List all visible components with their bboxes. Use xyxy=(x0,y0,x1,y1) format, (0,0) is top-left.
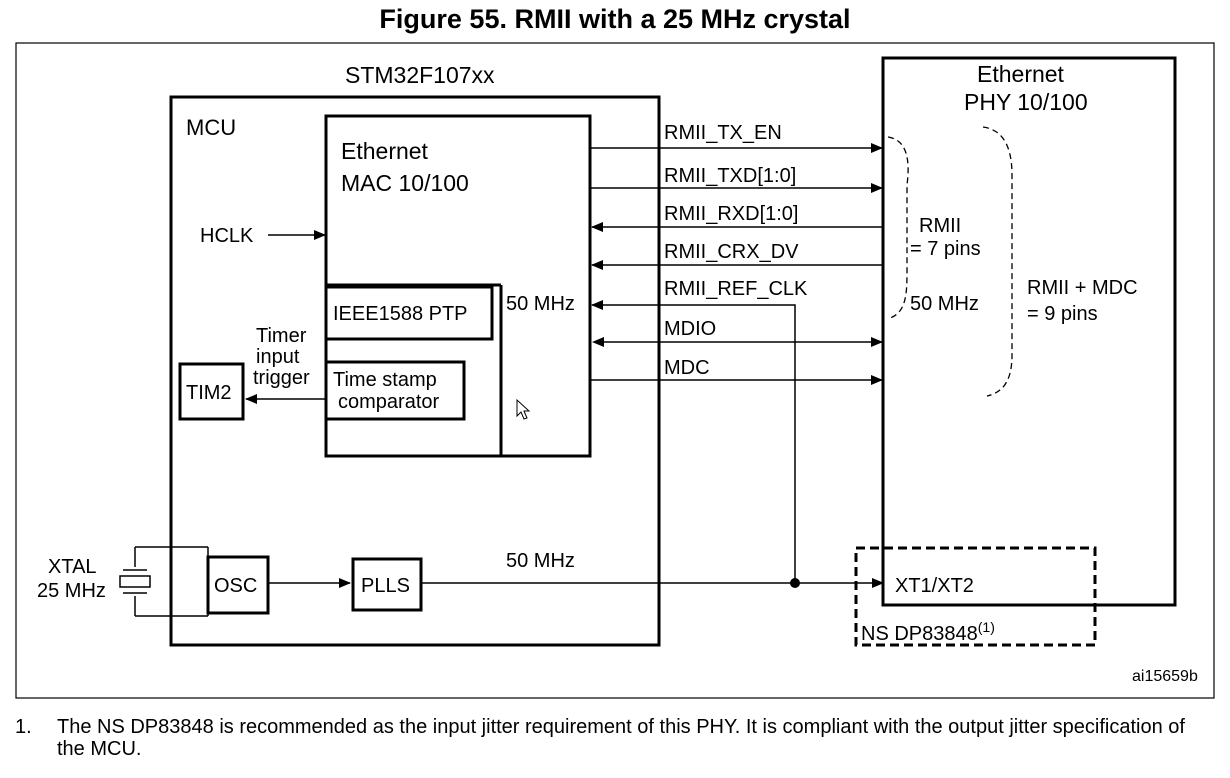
timer-trigger-line3: trigger xyxy=(253,367,310,389)
mac-label-line2: MAC 10/100 xyxy=(341,170,469,196)
phy-clock-label: 50 MHz xyxy=(910,293,979,315)
osc-box xyxy=(206,555,270,615)
mcu-box xyxy=(169,95,661,647)
signal-ref-clk-label: RMII_REF_CLK xyxy=(664,278,808,300)
timestamp-comparator-box xyxy=(324,360,466,421)
phy-label-line1: Ethernet xyxy=(977,61,1065,87)
signal-crx-dv-label: RMII_CRX_DV xyxy=(664,241,799,263)
tim2-box xyxy=(178,362,245,421)
xt-label: XT1/XT2 xyxy=(895,575,974,597)
rmii-group-line2: = 7 pins xyxy=(910,238,981,260)
ptp-label: IEEE1588 PTP xyxy=(333,303,468,325)
chip-label: STM32F107xx xyxy=(345,62,495,88)
ethernet-phy-box xyxy=(881,56,1177,607)
xtal-label-line1: XTAL xyxy=(48,556,97,578)
rmii-mdc-brace xyxy=(982,126,1013,397)
figure-frame xyxy=(15,42,1215,699)
hclk-label: HCLK xyxy=(200,225,254,247)
mcu-label: MCU xyxy=(186,115,236,140)
rmii-mdc-group-line1: RMII + MDC xyxy=(1027,277,1138,299)
mac-clock-label: 50 MHz xyxy=(506,293,575,315)
ref-clk-feedback-line xyxy=(591,300,796,583)
phy-label-line2: PHY 10/100 xyxy=(964,89,1088,115)
tim2-label: TIM2 xyxy=(186,382,232,404)
plls-box xyxy=(351,557,423,612)
rmii-brace xyxy=(887,136,909,319)
signal-mdio-left-arrowhead xyxy=(592,337,604,347)
signal-txd-label: RMII_TXD[1:0] xyxy=(664,165,796,187)
osc-label: OSC xyxy=(214,575,257,597)
signal-rxd-label: RMII_RXD[1:0] xyxy=(664,203,798,225)
mac-label-line1: Ethernet xyxy=(341,138,429,164)
rmii-group-line1: RMII xyxy=(919,215,961,237)
crystal-symbol xyxy=(119,546,209,617)
signal-mdio-label: MDIO xyxy=(664,318,716,340)
figure-title: Figure 55. RMII with a 25 MHz crystal xyxy=(379,4,851,34)
part-note-mark: (1) xyxy=(978,619,995,635)
rmii-mdc-group-line2: = 9 pins xyxy=(1027,303,1098,325)
timestamp-label-line2: comparator xyxy=(338,391,439,413)
timer-trigger-line2: input xyxy=(256,346,300,368)
timer-trigger-line1: Timer xyxy=(256,325,307,347)
dp83848-dashed-box xyxy=(854,546,1097,647)
timestamp-label-line1: Time stamp xyxy=(333,369,437,391)
pll-out-label: 50 MHz xyxy=(506,550,575,572)
footnote-number: 1. xyxy=(15,716,32,738)
xtal-label-line2: 25 MHz xyxy=(37,580,106,602)
plls-label: PLLS xyxy=(361,575,410,597)
figure-ref-code: ai15659b xyxy=(1132,668,1198,685)
ieee1588-ptp-box xyxy=(324,285,494,341)
cursor-icon xyxy=(516,398,531,420)
part-label: NS DP83848(1) xyxy=(861,619,995,645)
footnote: 1. The NS DP83848 is recommended as the … xyxy=(15,716,1215,760)
footnote-text: The NS DP83848 is recommended as the inp… xyxy=(57,716,1185,760)
signal-tx-en-label: RMII_TX_EN xyxy=(664,122,782,144)
signal-mdc-label: MDC xyxy=(664,357,710,379)
